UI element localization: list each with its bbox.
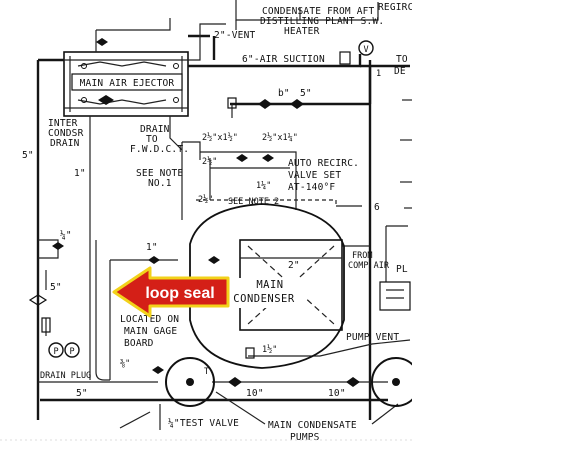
main-condenser: MAIN CONDENSER [189,203,345,369]
condenser-label: CONDENSER [233,293,295,305]
distilling-plant-label: DISTILLING PLANT S.W. [260,16,384,27]
to-label: TO [396,54,408,65]
pressure-gage-1-label: P [53,347,58,357]
fwdct-label: F.W.D.C.T. [130,144,189,155]
loop-seal-callout: loop seal [112,266,230,318]
see-note1-a-label: SEE NOTE [136,168,183,179]
vent-2-label: 2"-VENT [214,30,256,41]
comp-air-label: COMP AIR [348,261,390,271]
pipe-5-left-label: 5" [22,150,34,161]
loop-seal-label: loop seal [145,285,214,302]
size-212-a-label: 2½" [202,156,217,167]
schematic-labels: CONDENSATE FROM AFT DISTILLING PLANT S.W… [22,2,414,443]
tee-mark-label: T [204,367,209,377]
size-212x112-label: 2½"x1½" [202,132,238,143]
condensate-from-aft-label: CONDENSATE FROM AFT [262,6,375,17]
condensate-pump-left [165,357,215,407]
condsr-label: CONDSR [48,128,84,139]
pipe-5-top-label: 5" [300,88,312,99]
num-1-label: 1 [376,69,381,79]
drain-to-label: DRAIN [140,124,170,135]
pipe-5-bottom-label: 5" [76,388,88,399]
num-6-label: 6 [374,202,380,213]
de-label: DE [394,66,406,77]
heater-label: HEATER [284,26,320,37]
pipe-38-label: ⅜" [120,359,130,369]
to-fwdct-label: TO [146,134,158,145]
inter-drain-label: DRAIN [50,138,80,149]
pipe-10b-label: 10" [328,388,346,399]
valves [28,38,411,387]
piping [36,0,412,430]
blank-margin [412,0,564,464]
inter-label: INTER [48,118,78,129]
valve-set-label: VALVE SET [288,170,341,181]
pipe-112-label: 1½" [262,344,277,355]
test-valve-label: ¼"TEST VALVE [168,418,239,429]
gage-v-label: V [363,45,368,55]
board-label: BOARD [124,338,154,349]
pipe-14-label: ¼" [60,230,72,241]
from-label: FROM [352,251,372,261]
see-note1-b-label: NO.1 [148,178,172,189]
size-212-b-label: 2½" [198,194,213,205]
pipe-2-label: 2" [288,260,300,271]
auto-recirc-label: AUTO RECIRC. [288,158,359,169]
main-air-ejector: MAIN AIR EJECTOR [63,51,189,117]
pipe-1-mid-label: 1" [146,242,158,253]
size-212x114-label: 2½"x1¼" [262,132,298,143]
size-b-label: b" [278,88,290,99]
drain-plug-label: DRAIN PLUG [40,371,91,381]
pl-label: PL [396,264,408,275]
pipe-10a-label: 10" [246,388,264,399]
pressure-gage-1: P [48,342,64,358]
pumps-label: PUMPS [290,432,320,443]
at-140-label: AT-140°F [288,182,335,193]
main-condensate-label: MAIN CONDENSATE [268,420,357,431]
pressure-gage-2: P [64,342,80,358]
located-on-label: LOCATED ON [120,314,179,325]
pump-vent-label: PUMP VENT [346,332,399,343]
main-gage-label: MAIN GAGE [124,326,177,337]
main-air-ejector-label: MAIN AIR EJECTOR [80,78,175,89]
loop-seal-arrow [112,266,230,318]
pipe-1-label: 1" [74,168,86,179]
size-114-label: 1¼" [256,181,271,191]
gage-v: V [358,40,374,56]
see-note2-label: SEE NOTE 2 [228,197,279,207]
pressure-gage-2-label: P [69,347,74,357]
regirc-label: REGIRC [378,2,414,13]
air-suction-label: 6"-AIR SUCTION [242,54,325,65]
pipe-5-gage-label: 5" [50,282,62,293]
condenser-main-label: MAIN [256,279,283,291]
